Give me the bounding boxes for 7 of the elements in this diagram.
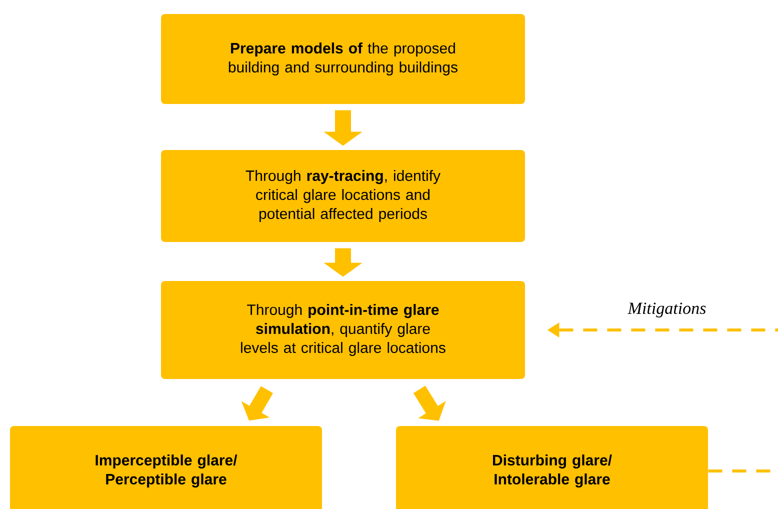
process-box: Prepare models of the proposed building and surrounding buildings	[161, 14, 525, 104]
process-box: Through ray-tracing, identify critical glare locations and potential affected periods	[161, 150, 525, 242]
process-box: Through point-in-time glare simulation, quantify glare levels at critical glare locations	[161, 281, 525, 379]
process-box: Disturbing glare/ Intolerable glare	[396, 426, 708, 509]
process-box: Imperceptible glare/ Perceptible glare	[10, 426, 322, 509]
edge-label: Mitigations	[626, 302, 708, 318]
block-arrow	[413, 386, 446, 421]
